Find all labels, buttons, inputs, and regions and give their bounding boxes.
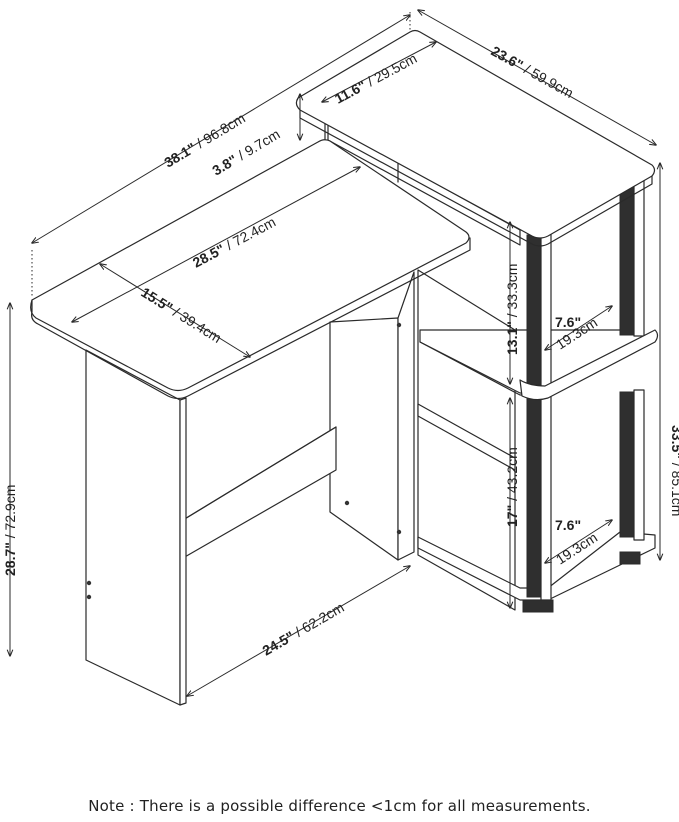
lower-shelf-depth-imperial: 7.6" xyxy=(555,517,581,533)
shelf-foot xyxy=(522,599,554,613)
desk-left-leg-face xyxy=(85,349,181,706)
desk-height-label: 28.7" / 72.9cm xyxy=(2,485,18,576)
upper-shelf-height-label: 13.1" / 33.3cm xyxy=(504,264,520,355)
desk-support-bar xyxy=(182,426,337,559)
desk-right-leg-edge xyxy=(397,271,415,561)
shelf-front-left-post xyxy=(526,234,542,386)
lower-shelf-height-label: 17" / 43.2cm xyxy=(504,447,520,527)
total-height-label: 33.5" / 85.1cm xyxy=(669,425,679,516)
desk-left-leg-edge xyxy=(179,397,187,706)
legroom-width-label: 24.5" / 62.2cm xyxy=(260,599,347,659)
dimension-lines xyxy=(10,10,660,696)
upper-shelf-depth-imperial: 7.6" xyxy=(555,314,581,330)
measurement-note: Note : There is a possible difference <1… xyxy=(88,797,591,815)
desk-right-leg-face xyxy=(329,317,399,561)
shelf-front-right-post xyxy=(619,179,635,336)
